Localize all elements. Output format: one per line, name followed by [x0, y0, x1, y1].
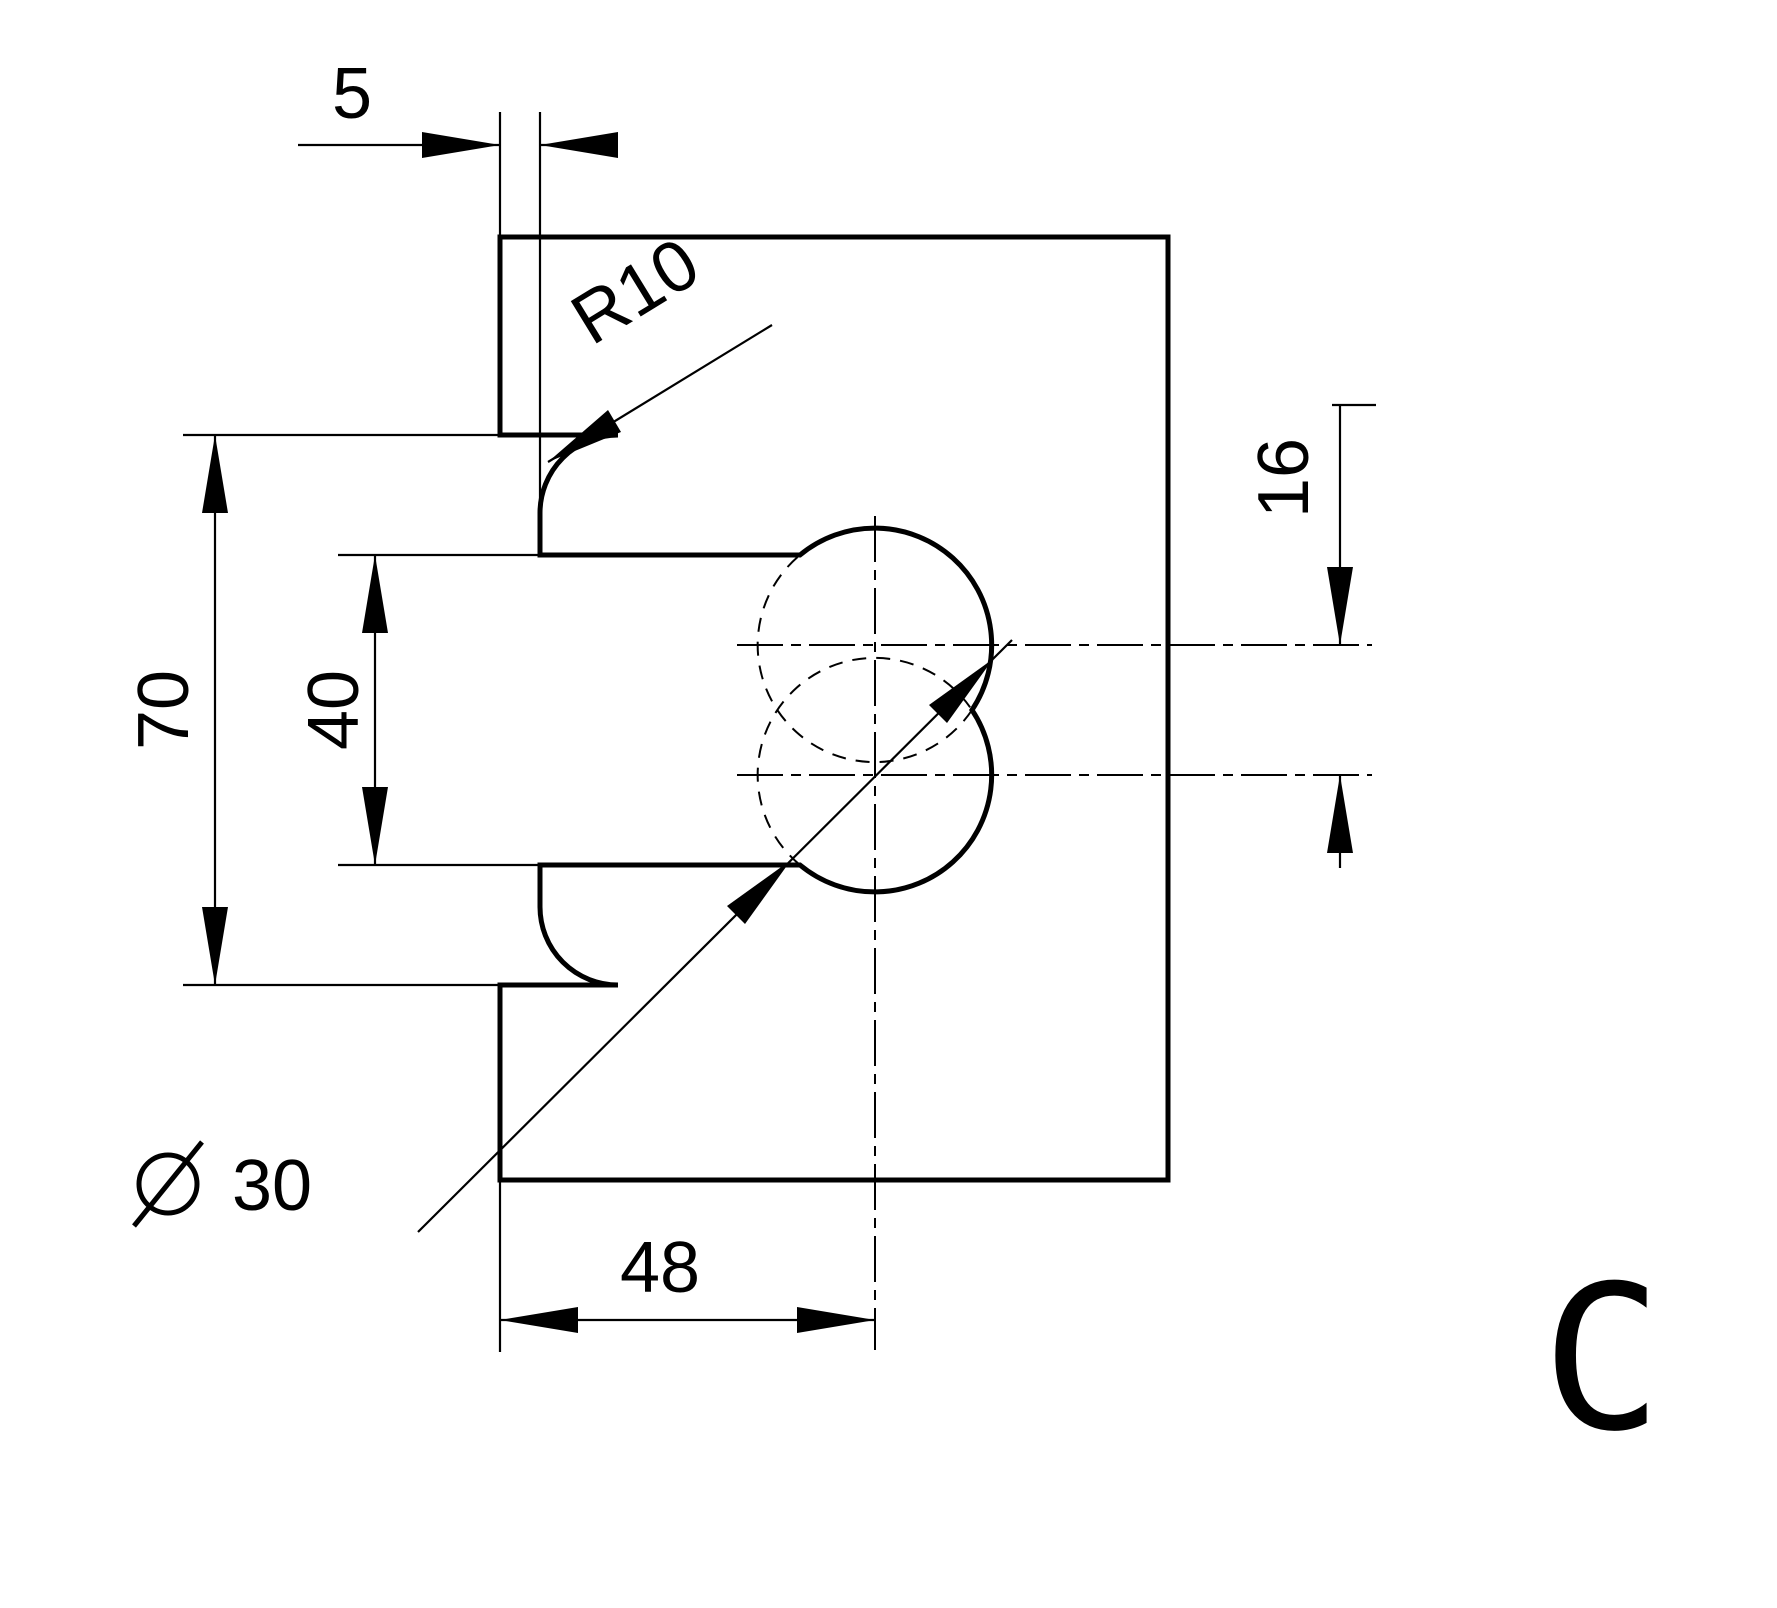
diameter-symbol-circle: [136, 1152, 200, 1216]
arrowhead-icon: [202, 435, 228, 513]
arrowhead-icon: [797, 1307, 875, 1333]
glass-panel: [497, 234, 1171, 1183]
leader-line: [417, 639, 1013, 1233]
dimension-hole-diameter-label: 30: [232, 1146, 312, 1226]
dimension-notch-height: 70: [124, 433, 498, 987]
dimension-center-depth-label: 48: [620, 1228, 700, 1308]
arrowhead-icon: [500, 1307, 578, 1333]
dimension-center-spacing-label: 16: [1244, 438, 1324, 518]
hidden-circle-arc-lower: [756, 656, 973, 866]
arrowhead-icon: [548, 410, 621, 462]
dimension-notch-height-label: 70: [124, 670, 204, 750]
hidden-circle-arc-upper: [756, 554, 973, 764]
dimension-corner-radius: R10: [547, 223, 773, 463]
arrowhead-icon: [929, 659, 993, 723]
arrowhead-icon: [540, 132, 618, 158]
diameter-symbol-icon: [132, 1140, 204, 1228]
arrowhead-icon: [202, 907, 228, 985]
arrowhead-icon: [422, 132, 500, 158]
dimension-corner-radius-label: R10: [558, 223, 712, 360]
dimension-hole-diameter: 30: [132, 639, 1013, 1233]
arrowhead-icon: [1327, 567, 1353, 645]
cutout-type-label: C: [1542, 1243, 1662, 1476]
dimension-slot-height: 40: [294, 553, 538, 867]
dimension-center-spacing: 16: [1244, 403, 1376, 868]
dimension-edge-offset-label: 5: [332, 54, 372, 134]
dimension-edge-offset: 5: [298, 54, 618, 505]
arrowhead-icon: [362, 787, 388, 865]
diameter-symbol-slash: [132, 1140, 204, 1228]
arrowhead-icon: [1327, 775, 1353, 853]
dimension-slot-height-label: 40: [294, 670, 374, 750]
arrowhead-icon: [727, 860, 791, 924]
dimension-center-depth: 48: [498, 1182, 875, 1352]
arrowhead-icon: [362, 555, 388, 633]
